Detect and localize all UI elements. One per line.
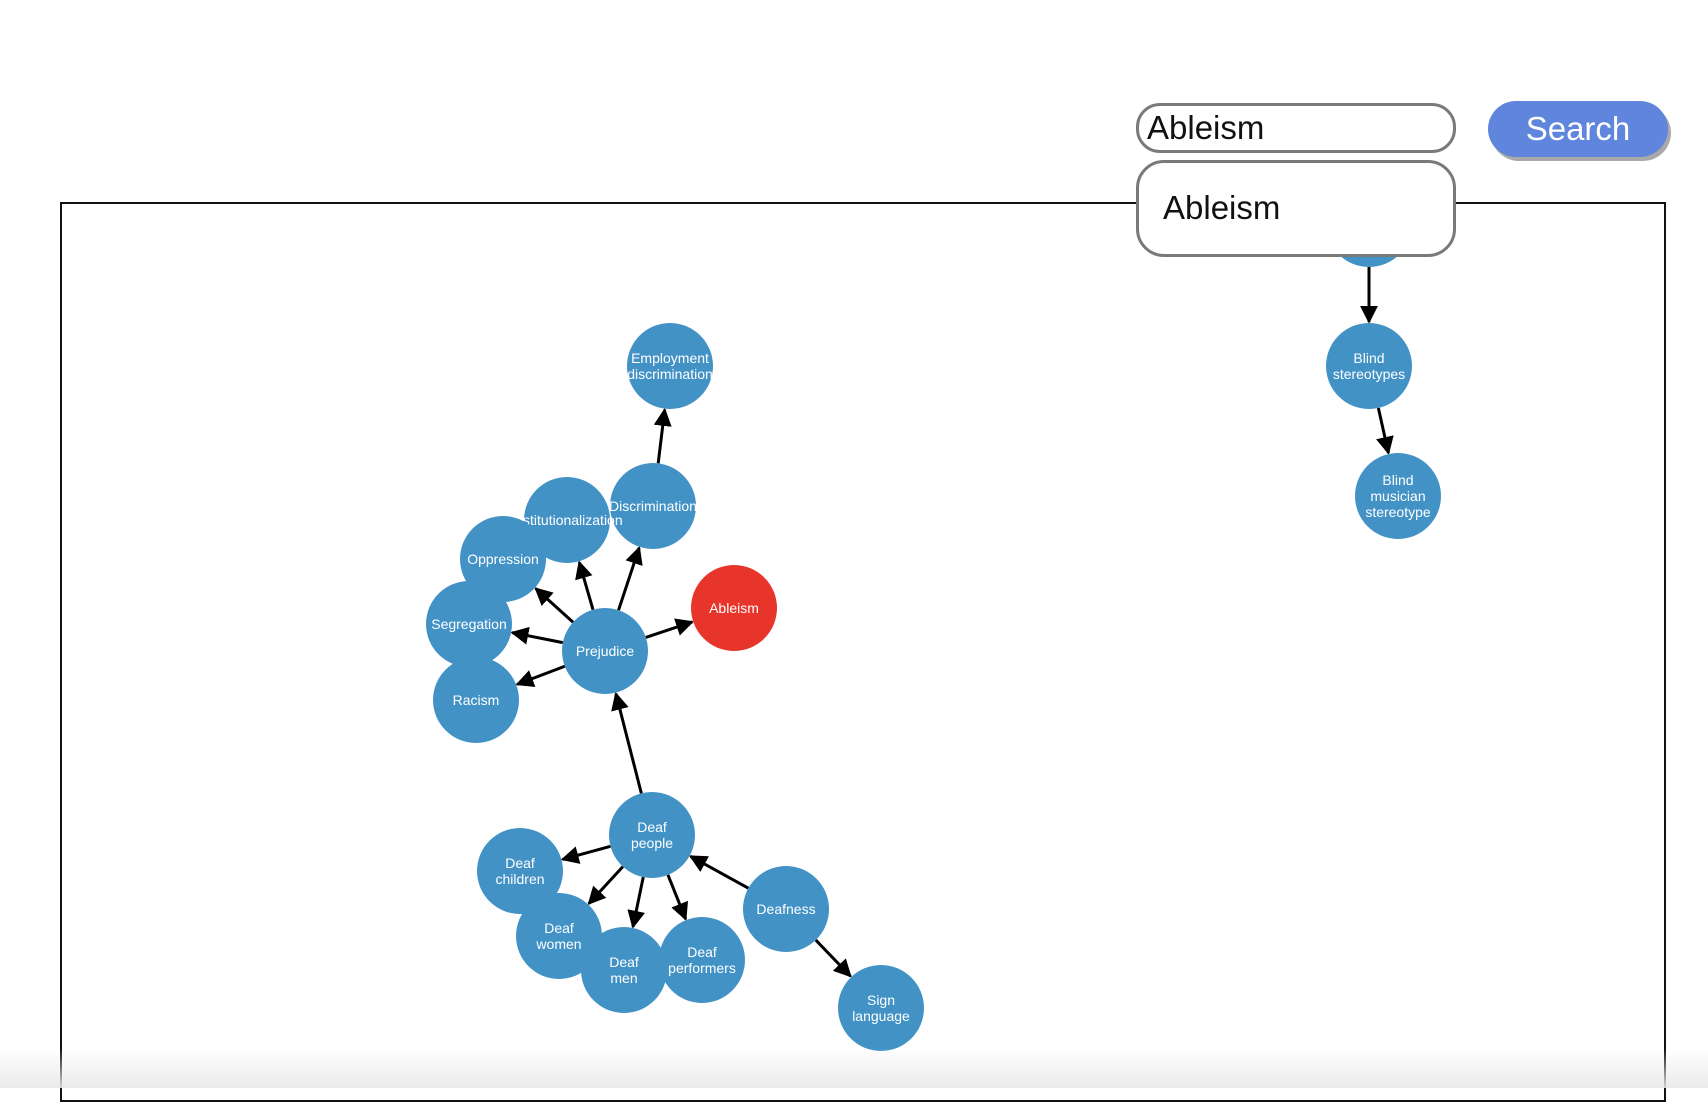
node-label: Prejudice bbox=[576, 643, 635, 659]
node-segregation[interactable]: Segregation bbox=[426, 581, 512, 667]
node-label: musician bbox=[1370, 488, 1425, 504]
edges-layer bbox=[510, 267, 1394, 978]
node-label: Deaf bbox=[609, 954, 639, 970]
node-label: Oppression bbox=[467, 551, 539, 567]
node-label: Deaf bbox=[687, 944, 717, 960]
search-input[interactable] bbox=[1136, 103, 1456, 153]
node-label: Discrimination bbox=[609, 498, 697, 514]
node-racism[interactable]: Racism bbox=[433, 657, 519, 743]
node-circle[interactable] bbox=[562, 608, 648, 694]
node-label: children bbox=[495, 871, 544, 887]
node-circle[interactable] bbox=[1326, 323, 1412, 409]
edge-prejudice-to-oppression bbox=[534, 587, 575, 624]
node-label: Deaf bbox=[505, 855, 535, 871]
node-label: women bbox=[535, 936, 581, 952]
node-label: Blind bbox=[1353, 350, 1384, 366]
edge-deafness-to-sign_language bbox=[814, 938, 852, 978]
edge-deaf_people-to-deaf_performers bbox=[666, 874, 688, 921]
edge-prejudice-to-discrimination bbox=[617, 546, 643, 611]
autocomplete-suggestion[interactable]: Ableism bbox=[1163, 189, 1281, 226]
network-graph: EmploymentdiscriminationDiscriminationIn… bbox=[426, 204, 1441, 1051]
node-circle[interactable] bbox=[627, 323, 713, 409]
node-label: men bbox=[610, 970, 637, 986]
node-label: Segregation bbox=[431, 616, 507, 632]
node-circle[interactable] bbox=[659, 917, 745, 1003]
edge-prejudice-to-institutionalization bbox=[575, 560, 595, 611]
node-label: discrimination bbox=[627, 366, 713, 382]
node-circle[interactable] bbox=[426, 581, 512, 667]
node-label: Blind bbox=[1382, 472, 1413, 488]
node-discrimination[interactable]: Discrimination bbox=[609, 463, 697, 549]
node-circle[interactable] bbox=[838, 965, 924, 1051]
node-label: performers bbox=[668, 960, 736, 976]
edge-prejudice-to-ableism bbox=[645, 618, 694, 639]
edge-prejudice-to-segregation bbox=[510, 626, 564, 645]
edge-discrimination-to-employment bbox=[653, 407, 672, 464]
node-label: Deaf bbox=[637, 819, 667, 835]
edge-deaf_people-to-deaf_women bbox=[587, 865, 624, 905]
edge-deaf_people-to-deaf_children bbox=[560, 844, 611, 864]
node-label: stereotype bbox=[1365, 504, 1431, 520]
node-circle[interactable] bbox=[743, 866, 829, 952]
node-label: stereotypes bbox=[1333, 366, 1405, 382]
node-deafness[interactable]: Deafness bbox=[743, 866, 829, 952]
node-circle[interactable] bbox=[477, 828, 563, 914]
node-label: Deaf bbox=[544, 920, 574, 936]
node-label: language bbox=[852, 1008, 910, 1024]
node-label: people bbox=[631, 835, 673, 851]
node-circle[interactable] bbox=[1355, 453, 1441, 539]
node-circle[interactable] bbox=[516, 893, 602, 979]
edge-blind_stereotypes-to-blind_musician bbox=[1376, 407, 1394, 455]
node-circle[interactable] bbox=[610, 463, 696, 549]
node-prejudice[interactable]: Prejudice bbox=[562, 608, 648, 694]
node-label: Employment bbox=[631, 350, 709, 366]
node-institutionalization[interactable]: Institutionalization bbox=[511, 477, 623, 563]
node-label: Institutionalization bbox=[511, 512, 622, 528]
node-label: Racism bbox=[453, 692, 500, 708]
edge-deafness-to-deaf_people bbox=[688, 854, 750, 890]
autocomplete-dropdown: Ableism bbox=[1136, 160, 1456, 257]
node-label: Ableism bbox=[709, 600, 759, 616]
node-circle[interactable] bbox=[691, 565, 777, 651]
edge-deaf_people-to-deaf_men bbox=[627, 876, 646, 929]
node-ableism[interactable]: Ableism bbox=[691, 565, 777, 651]
node-circle[interactable] bbox=[433, 657, 519, 743]
node-oppression[interactable]: Oppression bbox=[460, 516, 546, 602]
edge-prejudice-to-racism bbox=[515, 664, 566, 688]
nodes-layer: EmploymentdiscriminationDiscriminationIn… bbox=[426, 204, 1441, 1051]
node-label: Sign bbox=[867, 992, 895, 1008]
node-circle[interactable] bbox=[609, 792, 695, 878]
node-circle[interactable] bbox=[460, 516, 546, 602]
search-button[interactable]: Search bbox=[1488, 101, 1668, 157]
node-circle[interactable] bbox=[581, 927, 667, 1013]
node-circle[interactable] bbox=[524, 477, 610, 563]
node-label: Deafness bbox=[756, 901, 815, 917]
edge-deaf_people-to-prejudice bbox=[611, 691, 643, 794]
